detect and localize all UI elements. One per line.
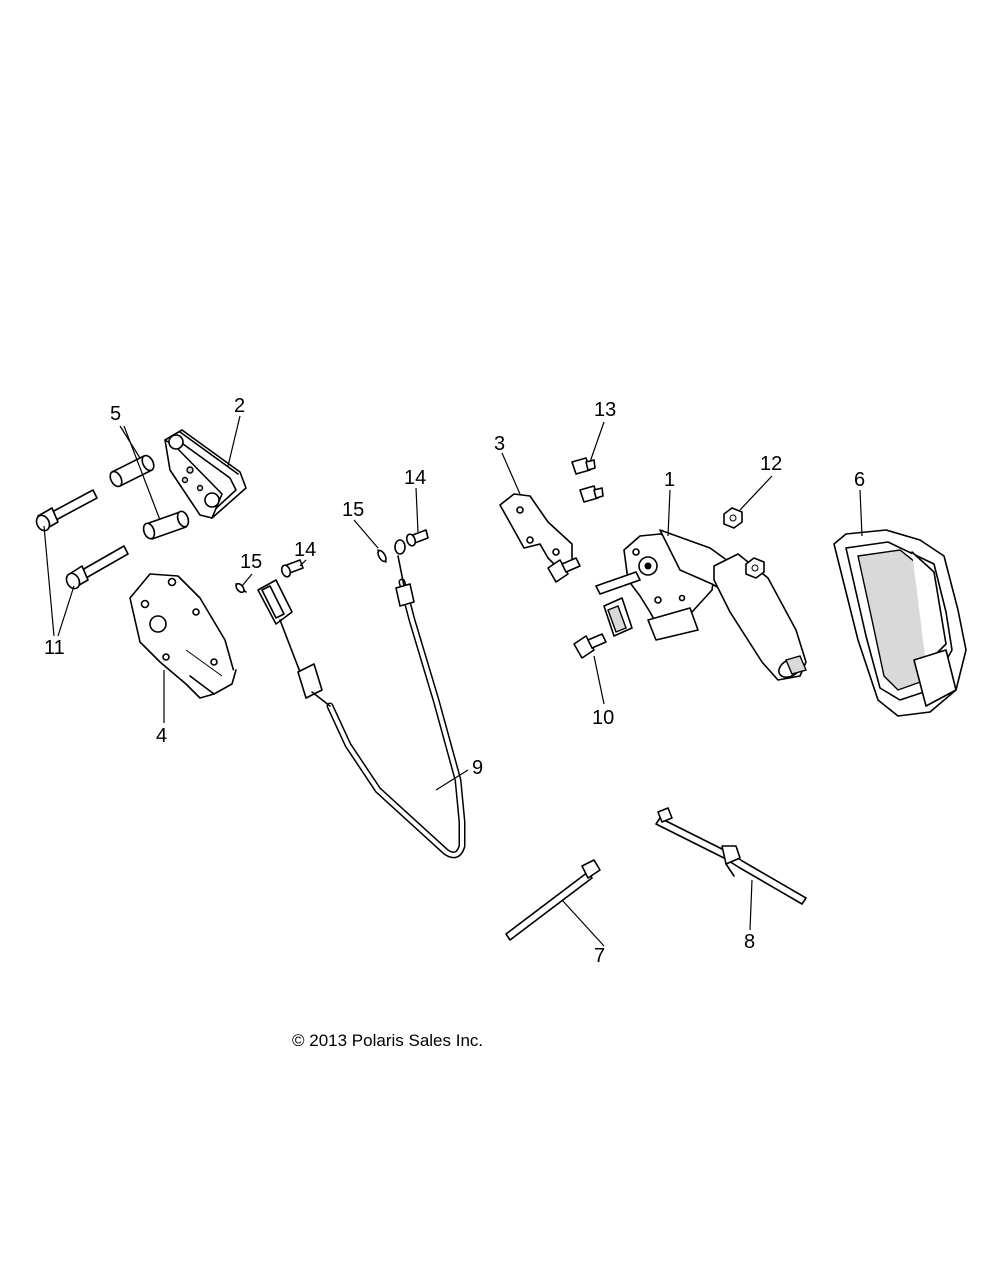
part-12-nut-upper — [723, 507, 743, 529]
part-2-pivot-bracket — [164, 429, 247, 519]
part-11-bolt-lower — [65, 545, 129, 590]
callout-12: 12 — [760, 453, 782, 475]
part-13-screw-upper — [571, 457, 596, 475]
callout-14-right: 14 — [404, 467, 426, 489]
part-5-spacer-lower — [142, 510, 190, 540]
callout-13: 13 — [594, 399, 616, 421]
part-5-spacer-upper — [109, 454, 155, 488]
callout-4: 4 — [156, 725, 167, 747]
part-8-cable-tie-clip — [655, 807, 807, 905]
part-12-nut-lower — [745, 557, 765, 579]
part-14-clevis-pin-left — [280, 559, 304, 578]
part-9-brake-cable — [257, 539, 466, 859]
part-7-cable-tie — [505, 859, 601, 941]
callout-8: 8 — [744, 931, 755, 953]
part-13-screw-lower — [579, 485, 604, 503]
part-4-mounting-plate — [129, 573, 237, 699]
copyright-text: © 2013 Polaris Sales Inc. — [292, 1031, 483, 1050]
part-10-screw-lower — [573, 633, 607, 659]
callout-6: 6 — [854, 469, 865, 491]
callout-10: 10 — [592, 707, 614, 729]
part-14-clevis-pin-right — [405, 529, 429, 547]
part-11-bolt-upper — [35, 489, 98, 532]
callout-9: 9 — [472, 757, 483, 779]
part-1-hand-brake-lever — [595, 529, 807, 681]
part-10-screw-upper — [547, 557, 581, 583]
callout-11: 11 — [44, 637, 65, 659]
callout-5: 5 — [110, 403, 121, 425]
callout-1: 1 — [664, 469, 675, 491]
callout-15-right: 15 — [342, 499, 364, 521]
callout-15-left: 15 — [240, 551, 262, 573]
part-3-bracket — [499, 493, 573, 571]
part-6-console-cover — [833, 529, 967, 717]
callout-2: 2 — [234, 395, 245, 417]
part-15-clip-pin-right — [377, 549, 387, 563]
callout-7: 7 — [594, 945, 605, 967]
callout-14-left: 14 — [294, 539, 316, 561]
callout-3: 3 — [494, 433, 505, 455]
leader-lines — [43, 415, 863, 947]
